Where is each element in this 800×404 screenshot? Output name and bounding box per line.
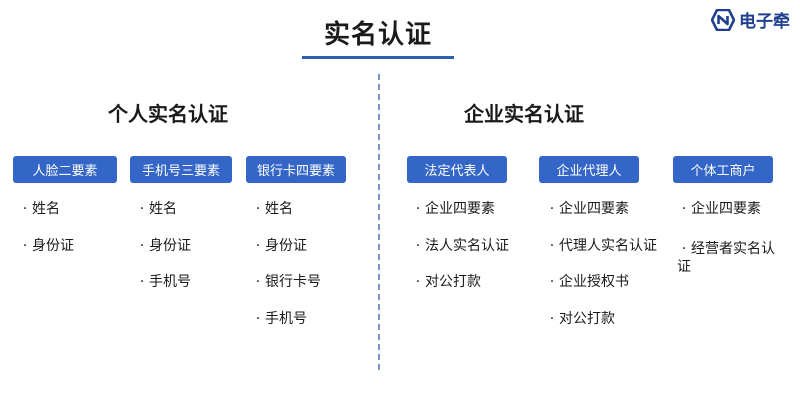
group-list-face: ·姓名 ·身份证 xyxy=(18,200,74,273)
bullet-icon: · xyxy=(139,237,145,254)
logo-text: 电子牵 xyxy=(739,12,790,32)
list-item: ·姓名 xyxy=(251,200,321,237)
group-list-sole-trader: ·企业四要素 xyxy=(677,200,761,237)
list-item: ·银行卡号 xyxy=(251,273,321,310)
bullet-icon: · xyxy=(255,201,261,217)
list-item: ·姓名 xyxy=(135,200,191,237)
group-pill-legal-rep: 法定代表人 xyxy=(407,156,507,183)
bullet-icon: · xyxy=(139,201,145,217)
bullet-icon: · xyxy=(549,201,555,217)
group-pill-agent: 企业代理人 xyxy=(539,156,639,183)
bullet-icon: · xyxy=(255,274,261,290)
list-item: ·身份证 xyxy=(251,237,321,274)
group-pill-bankcard: 银行卡四要素 xyxy=(246,156,346,183)
bullet-icon: · xyxy=(415,201,421,217)
list-item: ·对公打款 xyxy=(411,273,509,310)
list-item: ·身份证 xyxy=(135,237,191,274)
group-list-bankcard: ·姓名 ·身份证 ·银行卡号 ·手机号 xyxy=(251,200,321,346)
list-item: ·企业四要素 xyxy=(411,200,509,237)
brand-logo: 电子牵 xyxy=(711,7,790,32)
logo-icon xyxy=(711,8,735,31)
list-item: ·代理人实名认证 xyxy=(545,237,657,274)
page-title: 实名认证 xyxy=(323,20,432,50)
group-pill-face: 人脸二要素 xyxy=(13,156,117,183)
title-underline xyxy=(302,56,454,59)
bullet-icon: · xyxy=(415,237,421,254)
bullet-icon: · xyxy=(681,201,687,217)
bullet-icon: · xyxy=(681,241,687,257)
group-list-legal-rep: ·企业四要素 ·法人实名认证 ·对公打款 xyxy=(411,200,509,310)
bullet-icon: · xyxy=(549,310,555,327)
list-item: ·企业四要素 xyxy=(545,200,657,237)
list-item-wrapped: ·经营者实名认证 xyxy=(677,241,775,275)
group-pill-phone: 手机号三要素 xyxy=(130,156,232,183)
list-item: ·姓名 xyxy=(18,200,74,237)
list-item: ·企业授权书 xyxy=(545,273,657,310)
bullet-icon: · xyxy=(255,237,261,254)
section-title-enterprise: 企业实名认证 xyxy=(464,102,584,126)
bullet-icon: · xyxy=(22,237,28,254)
group-pill-sole-trader: 个体工商户 xyxy=(673,156,773,183)
list-item: ·法人实名认证 xyxy=(411,237,509,274)
section-title-personal: 个人实名认证 xyxy=(108,102,228,126)
bullet-icon: · xyxy=(415,274,421,290)
bullet-icon: · xyxy=(139,274,145,290)
bullet-icon: · xyxy=(22,201,28,217)
section-divider xyxy=(378,74,380,370)
list-item: ·身份证 xyxy=(18,237,74,274)
group-list-phone: ·姓名 ·身份证 ·手机号 xyxy=(135,200,191,310)
list-item: ·手机号 xyxy=(135,273,191,310)
list-item: ·对公打款 xyxy=(545,310,657,347)
group-list-agent: ·企业四要素 ·代理人实名认证 ·企业授权书 ·对公打款 xyxy=(545,200,657,346)
bullet-icon: · xyxy=(255,310,261,327)
bullet-icon: · xyxy=(549,274,555,290)
list-item: ·手机号 xyxy=(251,310,321,347)
list-item: ·企业四要素 xyxy=(677,200,761,237)
bullet-icon: · xyxy=(549,237,555,254)
